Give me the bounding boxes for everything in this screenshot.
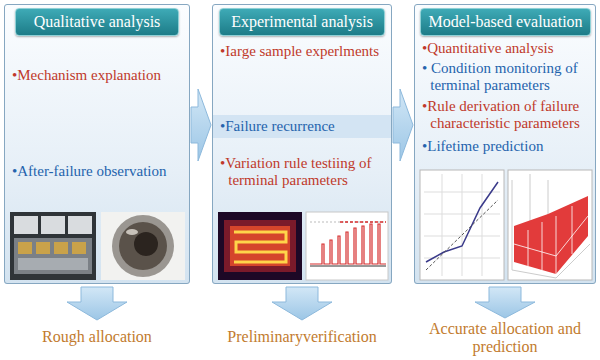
- bullet-text: •Iarge sample experlments: [220, 43, 384, 60]
- module-part: [14, 216, 38, 234]
- module-part: [18, 258, 88, 270]
- plot-axis: [310, 266, 386, 267]
- bullet-text: •After-failure observation: [12, 163, 182, 180]
- down-arrow: [67, 287, 127, 320]
- surface-grid: [514, 206, 588, 274]
- hot-track: [234, 232, 286, 262]
- test-plot: [306, 212, 388, 280]
- surface-chart: [508, 170, 592, 280]
- device-photo: [101, 212, 185, 280]
- outcome-slot: Rough allocation: [2, 328, 192, 346]
- header-text: Experimental analysis: [231, 13, 373, 31]
- panel-header: Experimental analysis: [219, 8, 385, 36]
- plot-grid: [310, 222, 386, 223]
- module-part: [54, 242, 68, 254]
- bullet-text: •Mechanism explanation: [12, 67, 182, 84]
- device-part: [119, 222, 167, 270]
- module-part: [18, 242, 32, 254]
- thermal-zone: [230, 226, 290, 266]
- device-part: [126, 229, 138, 235]
- thermal-image: [218, 212, 302, 280]
- device-part: [112, 215, 174, 277]
- outcome-slot: Preliminaryverification: [202, 328, 402, 346]
- thermal-zone: [224, 220, 296, 272]
- chart-grid: [424, 174, 500, 276]
- stage-panel: •Mechanism explanation •After-failure obs…: [4, 4, 190, 284]
- surface: [514, 196, 588, 274]
- plot-line: [310, 224, 386, 264]
- bullet-text: •Failure recurrence: [213, 115, 391, 138]
- down-arrow: [272, 287, 332, 320]
- bullet-text: • Condition monitoring of terminal param…: [422, 60, 588, 94]
- panel-header: Model-based evaluation: [420, 8, 591, 36]
- surface-grid: [512, 174, 590, 278]
- panel-ground: [414, 4, 596, 284]
- stage-panel: •Iarge sample experlments •Failure recurr…: [212, 4, 392, 284]
- module-part: [68, 216, 92, 234]
- plot-line: [340, 221, 386, 223]
- panel-header: Qualitative analysis: [15, 8, 179, 36]
- down-arrow: [475, 287, 535, 318]
- bullet-text: •Rule derivation of failure characterist…: [422, 98, 588, 132]
- module-part: [36, 242, 50, 254]
- stage-panel: •Quantitative analysis • Condition monito…: [414, 4, 596, 284]
- module-part: [72, 242, 86, 254]
- module-part: [41, 216, 65, 234]
- burn-mark: [134, 232, 158, 256]
- module-photo: [10, 212, 96, 280]
- chart-line: [426, 182, 498, 262]
- chart-line: [426, 200, 498, 270]
- flow-arrow: [191, 89, 211, 161]
- outcome-label: Accurate allocation and prediction: [420, 320, 590, 356]
- module-part: [14, 238, 92, 274]
- panel-ground: [212, 4, 392, 284]
- bullet-text: •Variation rule testiing of terminal par…: [220, 155, 384, 189]
- bullet-text: •Quantitative analysis: [422, 40, 588, 57]
- header-text: Qualitative analysis: [34, 13, 161, 31]
- outcome-label: Preliminaryverification: [202, 328, 402, 346]
- bullet-text: •Lifetime prediction: [422, 138, 588, 155]
- outcome-label: Rough allocation: [2, 328, 192, 346]
- outcome-slot: Accurate allocation and prediction: [420, 320, 590, 356]
- flow-arrow: [393, 89, 413, 161]
- panel-ground: [4, 4, 190, 284]
- header-text: Model-based evaluation: [428, 13, 582, 31]
- model-chart: [420, 170, 504, 280]
